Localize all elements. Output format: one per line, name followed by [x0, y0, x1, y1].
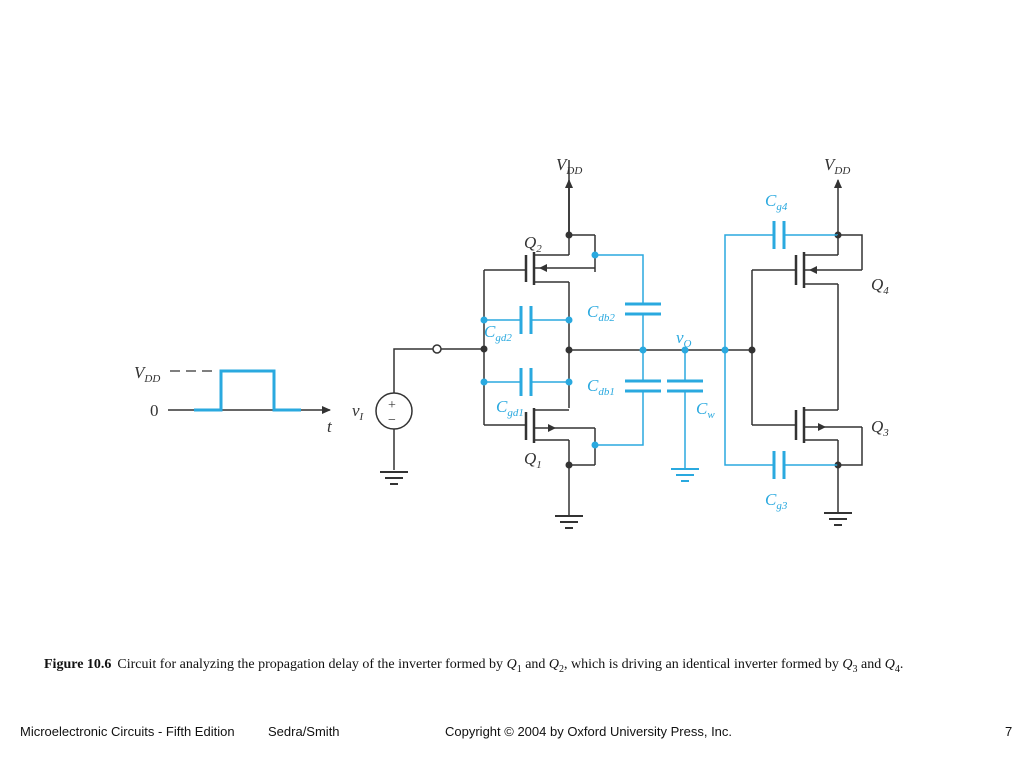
footer-copyright: Copyright © 2004 by Oxford University Pr… [445, 724, 733, 739]
caption-q3: Q [842, 657, 853, 672]
footer-authors: Sedra/Smith [268, 724, 340, 739]
caption-text: . [899, 657, 904, 672]
q3-label: Q3 [871, 417, 889, 439]
ground-symbol-q3 [824, 512, 852, 526]
input-waveform: VDD 0 t [134, 363, 333, 436]
cgd1-label: Cgd1 [496, 397, 524, 419]
caption-q4-sub: 4 [894, 663, 900, 675]
vdd-label-left: VDD [556, 155, 582, 177]
footer-book-title: Microelectronic Circuits - Fifth Edition [20, 724, 235, 739]
cg3-label: Cg3 [765, 490, 788, 512]
capacitor-junction-dots [480, 251, 729, 449]
vo-label: vO [676, 328, 692, 350]
inverter-1-wiring [483, 160, 752, 529]
ground-symbol-q1 [555, 515, 583, 529]
cw-capacitor [667, 350, 703, 482]
vdd-label-right: VDD [824, 155, 850, 177]
circuit-figure: VDD 0 t + − vI [134, 155, 889, 529]
cgd2-capacitor [484, 306, 569, 334]
figure-caption: Figure 10.6 Circuit for analyzing the pro… [44, 654, 994, 680]
caption-q3-sub: 3 [852, 663, 858, 675]
cw-label: Cw [696, 399, 715, 421]
input-pulse [194, 369, 301, 412]
minus-sign: − [388, 413, 396, 428]
input-source [375, 344, 484, 485]
wave-zero-label: 0 [150, 401, 159, 420]
cdb2-label: Cdb2 [587, 302, 615, 324]
cdb1-capacitor [595, 379, 661, 446]
cgd2-label: Cgd2 [484, 322, 512, 344]
ground-symbol-source [380, 471, 408, 485]
q4-label: Q4 [871, 275, 889, 297]
wave-vdd-label: VDD [134, 363, 160, 385]
caption-q2-sub: 2 [559, 663, 565, 675]
cg4-label: Cg4 [765, 191, 788, 213]
caption-q2: Q [548, 657, 560, 672]
cdb1-label: Cdb1 [587, 376, 615, 398]
cg4-capacitor [724, 221, 838, 350]
cg3-capacitor [724, 350, 838, 479]
caption-text: and [521, 657, 549, 672]
figure-number: Figure 10.6 [44, 657, 112, 672]
cgd1-capacitor [484, 368, 569, 396]
time-label: t [327, 417, 333, 436]
vi-label: vI [352, 401, 365, 423]
caption-text: , which is driving an identical inverter… [564, 657, 843, 672]
caption-q1-sub: 1 [516, 663, 522, 675]
inverter-2-wiring [751, 234, 863, 526]
caption-q4: Q [884, 657, 895, 672]
input-terminal [432, 344, 442, 354]
caption-text: and [857, 657, 885, 672]
caption-text: Circuit for analyzing the propagation de… [117, 657, 507, 672]
plus-sign: + [388, 398, 396, 413]
q2-label: Q2 [524, 233, 542, 255]
parasitic-capacitors [484, 221, 838, 482]
footer-page-number: 7 [1005, 724, 1013, 739]
q1-label: Q1 [524, 449, 542, 471]
caption-q1: Q [506, 657, 517, 672]
